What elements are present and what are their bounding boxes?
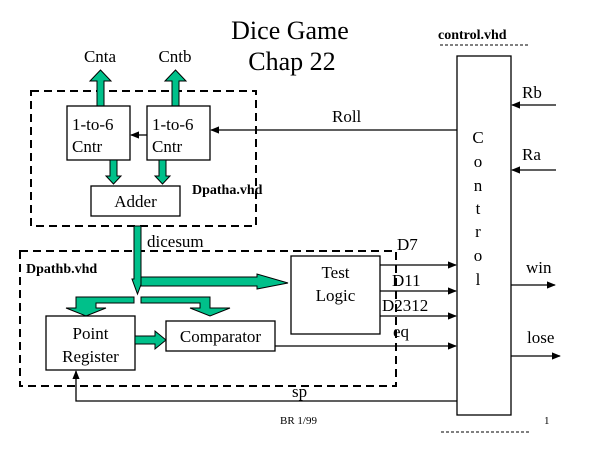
d2312-label: D2312 [382, 296, 428, 315]
d7-label: D7 [397, 235, 418, 254]
svg-text:l: l [476, 270, 481, 289]
sp-label: sp [292, 382, 307, 401]
svg-text:o: o [474, 246, 483, 265]
svg-text:n: n [474, 176, 483, 195]
footer-author: BR 1/99 [280, 415, 317, 427]
svg-text:o: o [474, 152, 483, 171]
cntb-label: Cntb [158, 47, 191, 66]
cnta-bus-arrow [88, 69, 113, 107]
dpathb-boundary [19, 250, 397, 387]
dpatha-label: Dpatha.vhd [192, 183, 263, 198]
control-block-label: C o n t r o l [472, 128, 483, 289]
cnta-label: Cnta [84, 47, 117, 66]
ra-label: Ra [522, 145, 541, 164]
svg-text:r: r [475, 222, 481, 241]
adder-block [90, 185, 181, 217]
point-register-to-comparator-arrow [134, 329, 167, 351]
comparator-label: Comparator [180, 327, 262, 346]
rb-label: Rb [522, 83, 542, 102]
dicesum-split-bus [65, 296, 231, 317]
comparator-block [165, 320, 276, 352]
dicesum-bus-down [131, 225, 144, 296]
test-logic-line-1: Test [321, 263, 349, 282]
test-logic-block [290, 255, 381, 335]
dpathb-label: Dpathb.vhd [26, 262, 97, 277]
counter-a-block [66, 105, 131, 161]
svg-text:C: C [472, 128, 483, 147]
counter-a-line-2: Cntr [72, 137, 103, 156]
svg-text:t: t [476, 199, 481, 218]
sp-wire [72, 370, 457, 402]
control-block [456, 55, 512, 416]
d11-label: D11 [392, 271, 421, 290]
test-logic-line-2: Logic [316, 286, 356, 305]
adder-label: Adder [114, 192, 157, 211]
win-label: win [526, 258, 552, 277]
eq-label: eq [393, 322, 410, 341]
counter-b-to-adder-arrow [153, 159, 172, 185]
counter-b-line-2: Cntr [152, 137, 183, 156]
counter-a-line-1: 1-to-6 [72, 115, 114, 134]
point-register-line-2: Register [62, 347, 119, 366]
dicesum-to-comparator-arrow [140, 296, 231, 317]
lose-label: lose [527, 328, 554, 347]
dpatha-boundary [30, 90, 257, 227]
title-line-2: Chap 22 [248, 47, 335, 76]
counter-b-line-1: 1-to-6 [152, 115, 194, 134]
dicesum-to-point-register-arrow [65, 296, 135, 317]
counter-b-block [146, 105, 211, 161]
counter-a-to-adder-arrow [104, 159, 123, 185]
point-register-line-1: Point [73, 324, 109, 343]
footer-page-number: 1 [544, 415, 550, 427]
dicesum-to-test-logic-arrow [140, 273, 289, 290]
roll-label: Roll [332, 107, 362, 126]
cntb-bus-arrow [163, 69, 188, 107]
dicesum-label: dicesum [147, 232, 204, 251]
title-line-1: Dice Game [231, 16, 349, 45]
control-file-label: control.vhd [438, 28, 507, 43]
